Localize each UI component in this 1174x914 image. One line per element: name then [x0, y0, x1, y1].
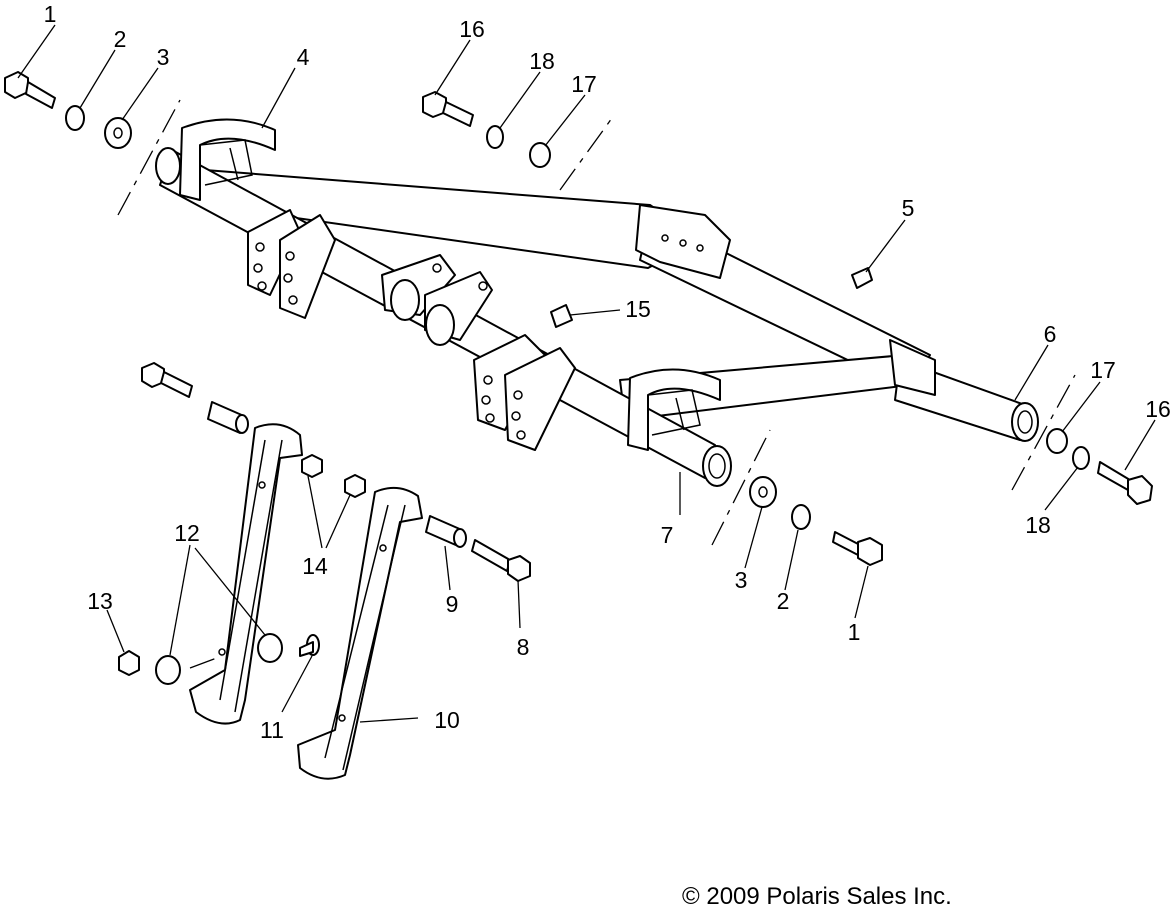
callout-18-right: 18 [1025, 512, 1051, 538]
callout-16: 16 [459, 16, 485, 42]
grease-fitting-5 [851, 267, 873, 289]
bolt-8 [471, 539, 531, 582]
washer-18-top [486, 125, 504, 149]
strap-bracket-left [179, 118, 276, 201]
strap-bracket-right [627, 368, 721, 451]
bolt-1-left [4, 71, 56, 109]
callout-14: 14 [302, 553, 328, 579]
washer-17-top [529, 142, 551, 168]
callout-labels: 1 2 3 4 16 18 17 5 15 6 17 16 18 7 3 2 1… [44, 1, 1171, 743]
callout-17-right: 17 [1090, 357, 1116, 383]
callout-15: 15 [625, 296, 651, 322]
washer-12a [155, 655, 181, 685]
callout-3: 3 [157, 44, 170, 70]
nut-14b [344, 474, 366, 498]
link-right [297, 486, 423, 780]
callout-16-right: 16 [1145, 396, 1171, 422]
nut-14a [301, 454, 323, 478]
link-left [189, 423, 303, 725]
copyright-notice: © 2009 Polaris Sales Inc. [682, 883, 952, 910]
bolt-1-right [832, 531, 883, 566]
callout-8: 8 [517, 634, 530, 660]
callout-1-right: 1 [848, 619, 861, 645]
callout-2-right: 2 [777, 588, 790, 614]
callout-18: 18 [529, 48, 555, 74]
callout-2: 2 [114, 26, 127, 52]
bolt-16-right [1097, 461, 1153, 505]
callout-17: 17 [571, 71, 597, 97]
callout-13: 13 [87, 588, 113, 614]
callout-6: 6 [1044, 321, 1057, 347]
washer-17-right [1046, 428, 1068, 454]
spacer-left [207, 401, 249, 434]
spacer-9 [425, 515, 467, 548]
callout-4: 4 [297, 44, 310, 70]
callout-3-right: 3 [735, 567, 748, 593]
callout-1: 1 [44, 1, 57, 27]
callout-11: 11 [260, 717, 284, 743]
callout-12: 12 [174, 520, 200, 546]
washer-2-right [791, 504, 811, 530]
washer-12b [257, 633, 283, 663]
callout-9: 9 [446, 591, 459, 617]
bolt-11 [299, 634, 320, 657]
callout-5: 5 [902, 195, 915, 221]
centerlines [117, 99, 1076, 669]
mount-plates [247, 209, 576, 451]
nut-13 [118, 650, 140, 676]
leader-lines [17, 24, 1156, 723]
washer-2-left [65, 105, 85, 131]
grease-fitting-15 [550, 304, 573, 328]
bolt-16-top [422, 91, 474, 127]
washer-18-right [1072, 446, 1090, 470]
callout-10: 10 [434, 707, 460, 733]
callout-7: 7 [661, 522, 674, 548]
bolt-lower-left [141, 362, 193, 398]
